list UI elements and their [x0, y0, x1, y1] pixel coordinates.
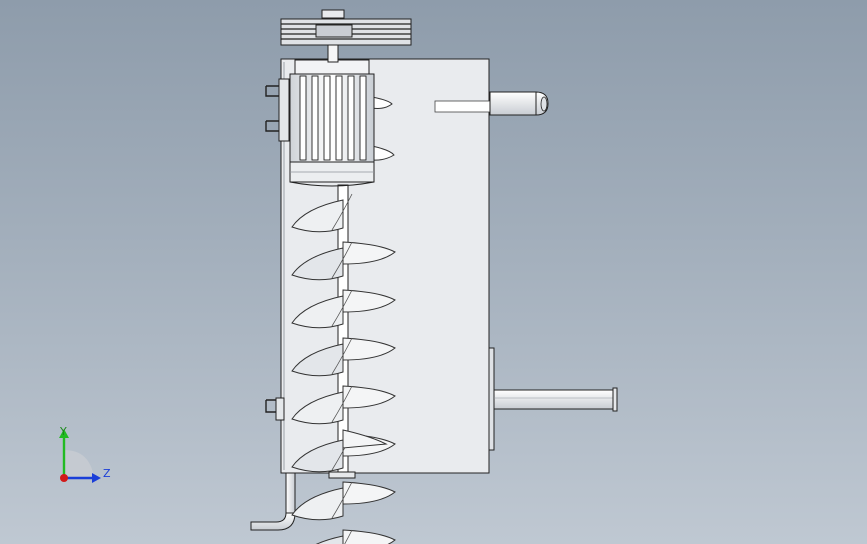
triad-z-label: Z — [103, 467, 111, 480]
triad-y-label: Y — [60, 425, 67, 438]
flight-left — [291, 343, 344, 377]
flight-left — [315, 535, 344, 544]
flight-left — [291, 391, 344, 425]
flight-right — [342, 289, 396, 313]
triad-plane-arc — [64, 450, 94, 478]
flight-helix-edge — [331, 481, 353, 519]
flight-right — [342, 385, 396, 409]
flight-terminal — [342, 429, 388, 449]
flight-right — [342, 337, 396, 361]
flight-helix-edge — [331, 385, 353, 423]
flight-right — [342, 481, 396, 505]
flight-right — [342, 241, 396, 265]
triad-x-axis — [60, 474, 68, 482]
flight-left — [291, 487, 344, 521]
flight-right — [342, 529, 396, 544]
motor-fins — [299, 75, 367, 161]
motor-fin — [311, 75, 319, 161]
flight-left — [291, 247, 344, 281]
motor-fin — [299, 75, 307, 161]
flight-helix-edge — [331, 289, 353, 327]
motor-fin — [347, 75, 355, 161]
lower-pipe — [493, 387, 618, 412]
pulley — [280, 18, 412, 46]
flight-helix-edge — [344, 529, 353, 544]
motor-fin — [359, 75, 367, 161]
shaft-bottom-bearing — [328, 471, 356, 479]
view-triad[interactable] — [50, 420, 120, 495]
auger-flights — [291, 193, 396, 544]
motor-fin — [335, 75, 343, 161]
upper-pipe — [434, 91, 549, 116]
upper-flights-visible — [371, 96, 395, 161]
left-brackets — [265, 78, 290, 421]
motor — [289, 59, 375, 187]
flight-left — [291, 199, 344, 233]
flight-helix-edge — [331, 241, 353, 279]
motor-fin — [323, 75, 331, 161]
flight-left — [291, 295, 344, 329]
outlet-pipe — [250, 472, 296, 531]
flight-left — [291, 439, 344, 473]
flight-helix-edge — [331, 193, 353, 231]
flight-helix-edge — [331, 337, 353, 375]
side-flange — [488, 347, 495, 451]
